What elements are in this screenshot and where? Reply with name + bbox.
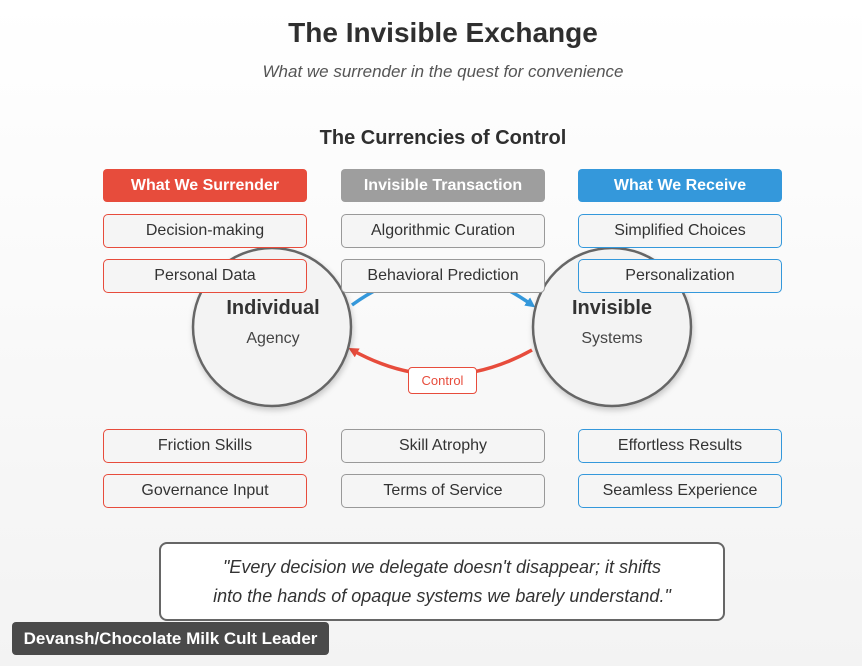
quote-line: into the hands of opaque systems we bare…: [213, 585, 671, 606]
receive-item: Effortless Results: [578, 429, 782, 463]
individual-title: Individual: [226, 297, 320, 319]
transaction-item: Skill Atrophy: [341, 429, 545, 463]
transaction-item: Terms of Service: [341, 474, 545, 508]
surrender-item: Decision-making: [103, 214, 307, 248]
control-label: Control: [408, 367, 477, 394]
surrender-item: Governance Input: [103, 474, 307, 508]
surrender-header: What We Surrender: [103, 169, 307, 202]
transaction-header: Invisible Transaction: [341, 169, 545, 202]
section-title: The Currencies of Control: [319, 127, 567, 149]
surrender-item: Personal Data: [103, 259, 307, 293]
author-credit: Devansh/Chocolate Milk Cult Leader: [12, 622, 329, 655]
quote-line: "Every decision we delegate doesn't disa…: [222, 556, 662, 577]
receive-header: What We Receive: [578, 169, 782, 202]
individual-subtitle: Agency: [246, 330, 300, 347]
transaction-item: Algorithmic Curation: [341, 214, 545, 248]
page-title: The Invisible Exchange: [288, 17, 598, 48]
systems-subtitle: Systems: [581, 330, 643, 347]
systems-title: Invisible: [571, 297, 653, 319]
page-subtitle: What we surrender in the quest for conve…: [262, 62, 624, 81]
receive-item: Simplified Choices: [578, 214, 782, 248]
quote-box: "Every decision we delegate doesn't disa…: [159, 542, 725, 621]
surrender-item: Friction Skills: [103, 429, 307, 463]
transaction-item: Behavioral Prediction: [341, 259, 545, 293]
receive-item: Seamless Experience: [578, 474, 782, 508]
receive-item: Personalization: [578, 259, 782, 293]
